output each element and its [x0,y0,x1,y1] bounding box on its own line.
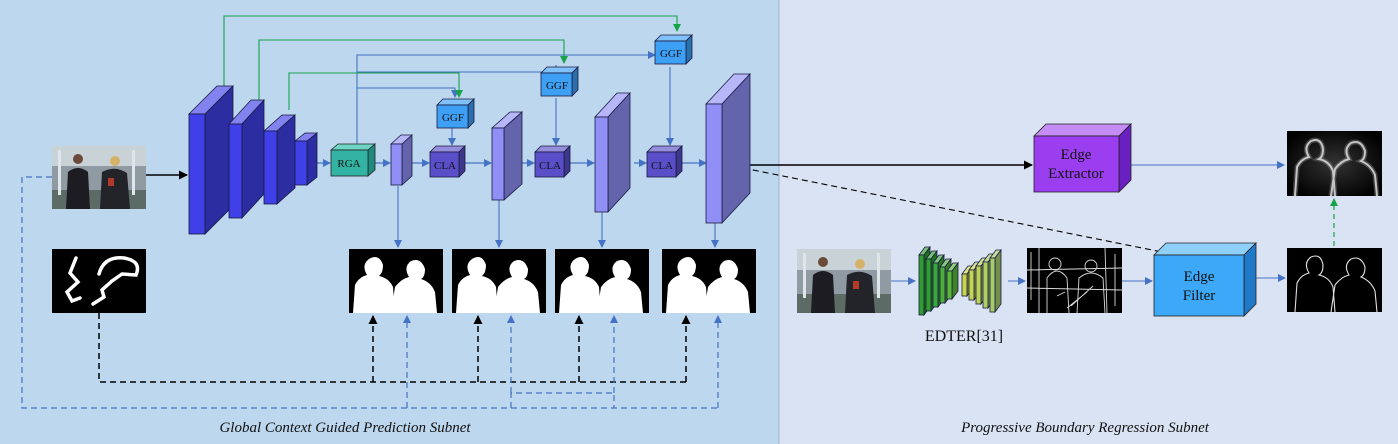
encoder-block-3 [262,114,297,205]
rga-to-ggf3-line [356,51,656,72]
final-boundary-map [1287,131,1382,197]
rga-label: RGA [337,158,360,170]
edge-filter-label-line2: Filter [1183,288,1216,304]
ggf-label: GGF [442,112,464,124]
encoder-block-4 [293,132,319,186]
edter-dec-4 [989,248,1002,314]
scribble-image [52,249,146,313]
decoder-block-3 [594,91,631,214]
cla-label: CLA [651,160,673,172]
scribble-supervision-dashed [98,313,686,383]
prediction-mask-4 [662,249,756,313]
edge-filter-module[interactable]: Edge Filter [1153,242,1257,317]
cla3-box [646,145,683,178]
cla-module-1[interactable]: CLA [429,145,466,178]
cla1-box [429,145,466,178]
prediction-mask-3 [555,249,649,313]
ggf3-box [654,34,693,65]
edge-extractor-label-line1: Edge [1061,147,1092,163]
encoder-block-1 [188,85,234,235]
image-supervision-dashed [21,176,718,409]
ggf2-box [540,66,579,97]
image-loop-a [510,392,615,408]
rga-module[interactable]: RGA [329,143,377,177]
edter-network-icon [918,245,1002,317]
edter-edge-map [1026,247,1123,314]
skip-green-1 [288,72,463,110]
ggf1-box [436,98,475,129]
edter-enc-4 [946,261,959,301]
edge-extractor-label-line2: Extractor [1048,166,1104,182]
ggf-module-2[interactable]: GGF [540,66,579,97]
filtered-boundary-map [1287,248,1382,313]
right-panel [779,0,1398,444]
left-panel [0,0,779,444]
decoder [389,72,751,225]
skip-green-3 [223,15,681,86]
decoder-block-1 [389,134,414,186]
cla-module-3[interactable]: CLA [646,145,683,178]
encoder [188,85,319,235]
decoder-block-4 [705,72,751,225]
edter-input-image [797,249,891,313]
edter-label: EDTER[31] [925,328,1003,345]
prediction-mask-1 [349,249,443,313]
cla-module-2[interactable]: CLA [534,145,571,178]
ggf-label: GGF [660,48,682,60]
connectors [21,15,1338,409]
left-panel-caption: Global Context Guided Prediction Subnet [219,420,471,436]
edge-extractor-module[interactable]: Edge Extractor [1033,123,1132,193]
skip-green-2 [258,39,568,100]
right-panel-caption: Progressive Boundary Regression Subnet [960,420,1210,436]
cla2-box [534,145,571,178]
ggf-label: GGF [546,80,568,92]
ggf-module-3[interactable]: GGF [654,34,693,65]
decoder-block-2 [490,111,524,201]
encoder-block-2 [228,98,265,220]
cla-label: CLA [434,160,456,172]
cla-label: CLA [539,160,561,172]
edge-filter-label-line1: Edge [1184,269,1215,285]
prediction-mask-2 [452,249,546,313]
input-image [52,146,146,209]
dec4-to-edge-filter-dashed [742,167,1173,257]
ggf-module-1[interactable]: GGF [436,98,475,129]
